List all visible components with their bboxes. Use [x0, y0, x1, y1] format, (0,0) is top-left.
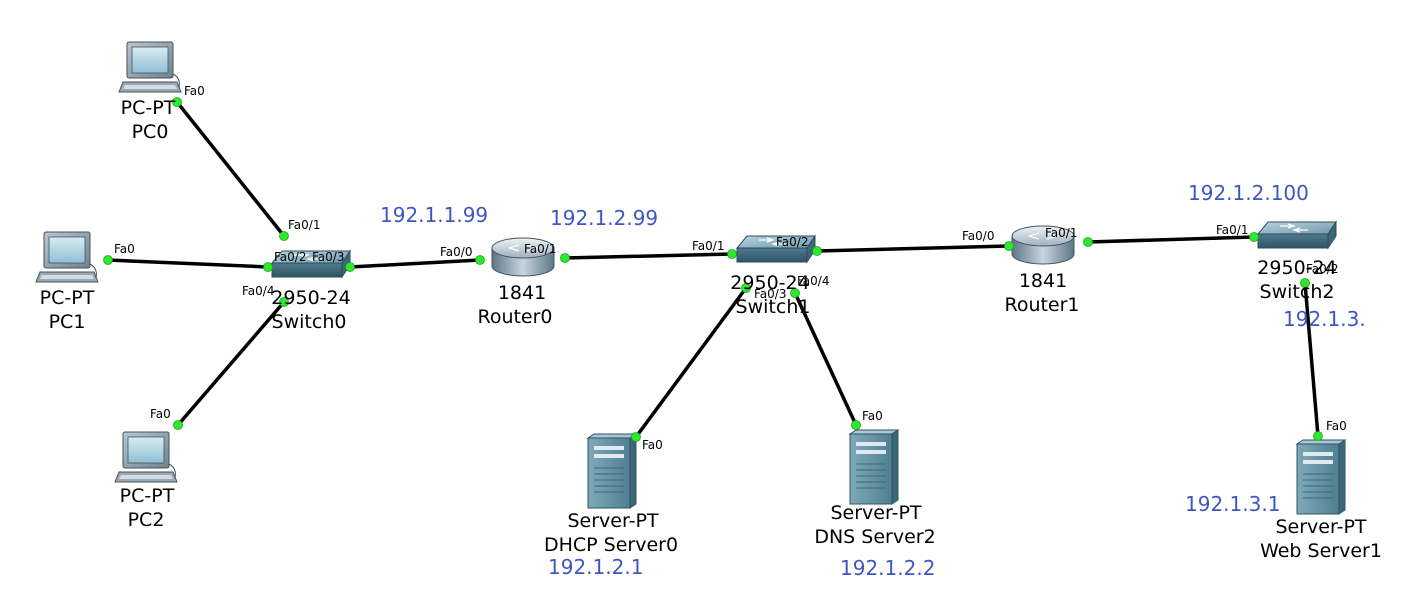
router1-icon[interactable]: [1011, 225, 1075, 265]
port-label-sw2-fa02: Fa0/2: [1306, 262, 1339, 276]
port-label-r0-fa00: Fa0/0: [440, 245, 473, 259]
port-label-sw0-fa01: Fa0/1: [288, 218, 321, 232]
pc2-name-label: PC2: [127, 509, 165, 531]
port-dot-sw1-fa02: [812, 246, 822, 256]
port-dot-dns-fa0: [851, 420, 861, 430]
port-dot-sw2-fa02: [1300, 278, 1310, 288]
link-switch1-dns[interactable]: [793, 291, 858, 427]
port-label-r0-fa01: Fa0/1: [524, 242, 557, 256]
router0-icon[interactable]: [491, 237, 555, 277]
ip-label-dhcp-server: 192.1.2.1: [548, 555, 644, 579]
web-server-name-label: Web Server1: [1260, 540, 1382, 562]
pc0-type-label: PC-PT: [120, 97, 176, 119]
port-dot-r1-fa00: [1004, 241, 1014, 251]
port-label-sw1-fa01: Fa0/1: [692, 239, 725, 253]
port-label-sw1-fa02: Fa0/2: [776, 235, 809, 249]
dns-server-name-label: DNS Server2: [814, 526, 936, 548]
switch1-icon[interactable]: [735, 234, 816, 264]
router0-name-label: Router0: [477, 306, 553, 328]
switch0-type-label: 2950-24: [271, 287, 351, 309]
switch1-type-label: 2950-24: [730, 272, 810, 294]
switch0-icon[interactable]: [270, 249, 351, 279]
pc1-icon[interactable]: [35, 231, 99, 283]
port-label-r1-fa01: Fa0/1: [1045, 226, 1078, 240]
pc1-name-label: PC1: [48, 311, 86, 333]
router1-type-label: 1841: [1018, 270, 1068, 292]
port-dot-pc0-fa0: [172, 97, 182, 107]
ip-label-router0-left: 192.1.1.99: [380, 203, 489, 227]
port-dot-sw0-fa04: [279, 297, 289, 307]
port-dot-dhcp-fa0: [631, 432, 641, 442]
switch2-type-label: 2950-24: [1257, 257, 1337, 279]
pc2-type-label: PC-PT: [119, 485, 175, 507]
ip-label-web-server: 192.1.3.1: [1185, 492, 1281, 516]
link-router0-switch1[interactable]: [563, 252, 734, 260]
dhcp-server-type-label: Server-PT: [567, 510, 659, 532]
link-switch0-router0[interactable]: [348, 258, 482, 269]
port-label-pc1-fa0: Fa0: [114, 242, 135, 256]
link-switch1-dhcp[interactable]: [634, 286, 748, 439]
pc0-name-label: PC0: [131, 121, 169, 143]
router0-type-label: 1841: [497, 282, 547, 304]
port-dot-pc1-fa0: [103, 255, 113, 265]
dhcp-server-name-label: DHCP Server0: [543, 534, 679, 556]
web-server-type-label: Server-PT: [1275, 516, 1367, 538]
port-label-dhcp-fa0: Fa0: [642, 438, 663, 452]
links: [106, 100, 1320, 439]
dhcp-server-icon[interactable]: [586, 433, 638, 509]
port-label-sw2-fa01: Fa0/1: [1216, 223, 1249, 237]
port-status-dots: [103, 97, 1323, 442]
port-dot-r1-fa01: [1083, 237, 1093, 247]
link-pc1-switch0[interactable]: [106, 258, 270, 269]
link-switch1-router1[interactable]: [815, 244, 1011, 253]
port-dot-r0-fa01: [560, 253, 570, 263]
port-dot-sw0-fa03: [345, 262, 355, 272]
pc2-icon[interactable]: [114, 431, 178, 483]
port-label-dns-fa0: Fa0: [862, 409, 883, 423]
switch2-name-label: Switch2: [1259, 281, 1335, 303]
link-router1-switch2[interactable]: [1086, 235, 1256, 244]
port-label-r1-fa00: Fa0/0: [962, 229, 995, 243]
dns-server-type-label: Server-PT: [830, 502, 922, 524]
dns-server-icon[interactable]: [848, 429, 900, 505]
port-dot-pc2-fa0: [173, 420, 183, 430]
ip-label-dns-server: 192.1.2.2: [840, 556, 936, 580]
port-dot-sw0-fa01: [279, 231, 289, 241]
port-label-web-fa0: Fa0: [1326, 419, 1347, 433]
port-dot-sw1-fa03: [741, 283, 751, 293]
port-label-sw1-fa04: Fa0/4: [797, 274, 830, 288]
link-pc0-switch0[interactable]: [175, 100, 286, 238]
ip-label-router1-right: 192.1.2.100: [1188, 181, 1309, 205]
pc0-icon[interactable]: [118, 41, 182, 93]
port-label-sw0-fa04: Fa0/4: [242, 284, 275, 298]
link-switch2-web[interactable]: [1303, 281, 1320, 438]
switch2-icon[interactable]: [1256, 220, 1337, 250]
pc1-type-label: PC-PT: [39, 287, 95, 309]
router1-name-label: Router1: [1004, 294, 1080, 316]
port-dot-sw2-fa01: [1249, 232, 1259, 242]
port-dot-sw0-fa02: [263, 262, 273, 272]
port-dot-r0-fa00: [475, 255, 485, 265]
web-server-icon[interactable]: [1295, 439, 1347, 515]
switch0-name-label: Switch0: [271, 311, 347, 333]
port-label-sw1-fa03: Fa0/3: [754, 287, 787, 301]
ip-label-switch2-side: 192.1.3.: [1283, 307, 1366, 331]
port-label-sw0-fa02: Fa0/2: [274, 250, 307, 264]
switch1-name-label: Switch1: [735, 296, 811, 318]
port-dot-sw1-fa01: [727, 249, 737, 259]
port-dot-sw1-fa04: [790, 288, 800, 298]
ip-label-router0-right: 192.1.2.99: [550, 206, 659, 230]
port-label-sw0-fa03: Fa0/3: [312, 250, 345, 264]
port-dot-web-fa0: [1313, 431, 1323, 441]
link-pc2-switch0[interactable]: [176, 300, 286, 427]
port-label-pc2-fa0: Fa0: [150, 407, 171, 421]
port-label-pc0-fa0: Fa0: [184, 84, 205, 98]
